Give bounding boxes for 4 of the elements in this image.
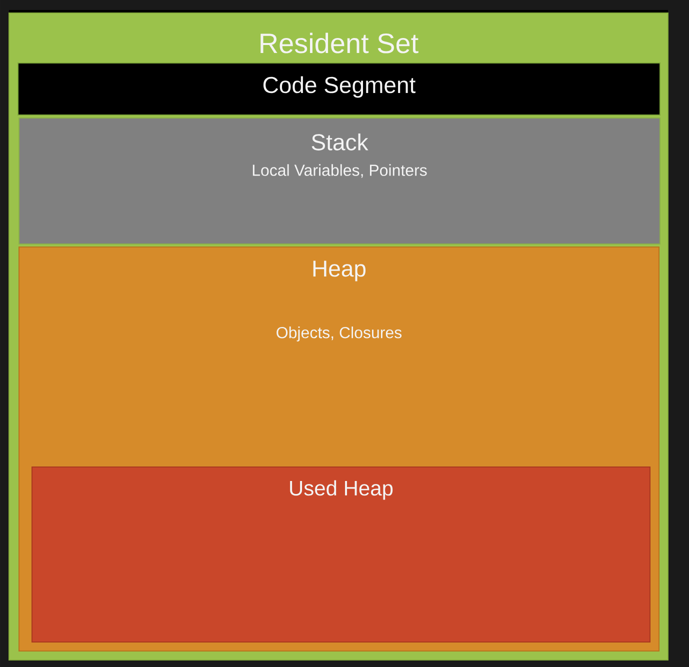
segment-box: Code Segment xyxy=(18,62,660,116)
segment-box: Used Heap xyxy=(32,466,650,642)
description-text: Objects, Closures xyxy=(276,326,402,342)
description-text: Local Variables, Pointers xyxy=(252,164,427,178)
